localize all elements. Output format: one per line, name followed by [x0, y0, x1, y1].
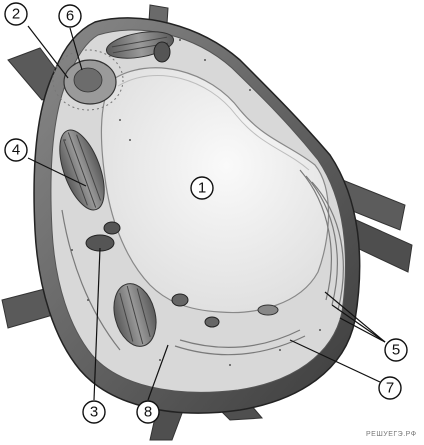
callout-6-label: 6 [66, 8, 74, 25]
chloroplast [59, 129, 105, 211]
watermark: РЕШУЕГЭ.РФ [366, 431, 417, 438]
callout-4: 4 [4, 138, 28, 162]
callout-1-label: 1 [198, 180, 206, 197]
ribosomes [64, 39, 321, 366]
central-vacuole [100, 67, 330, 314]
callout-8-label: 8 [144, 404, 152, 421]
callout-5: 5 [384, 338, 408, 362]
nucleus [52, 49, 124, 111]
callout-1: 1 [190, 176, 214, 200]
callout-2-label: 2 [12, 6, 20, 23]
callout-6: 6 [58, 4, 82, 28]
chloroplast [113, 283, 157, 347]
callout-3-label: 3 [90, 404, 98, 421]
callout-7: 7 [378, 376, 402, 400]
callout-3: 3 [82, 400, 106, 424]
mitochondria [85, 41, 279, 328]
tonoplast [117, 75, 310, 171]
callout-5-label: 5 [392, 342, 400, 359]
callout-4-label: 4 [12, 142, 20, 159]
leader-lines [27, 25, 386, 401]
chloroplasts [59, 31, 175, 347]
membrane-strands [61, 169, 344, 356]
callout-8: 8 [136, 400, 160, 424]
callout-2: 2 [4, 2, 28, 26]
callout-7-label: 7 [386, 380, 394, 397]
